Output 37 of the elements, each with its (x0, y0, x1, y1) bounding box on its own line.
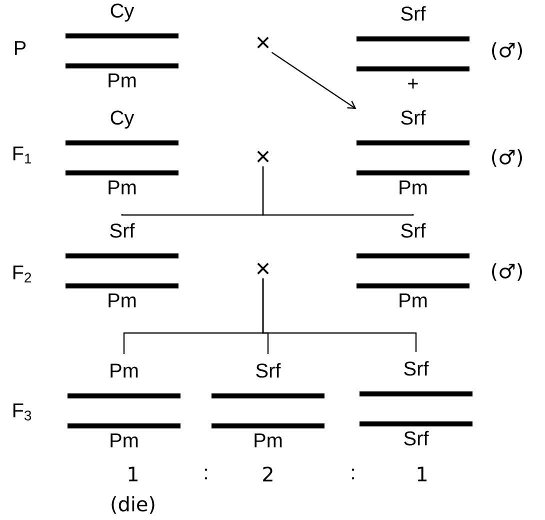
allele-label: Cy (110, 4, 134, 22)
allele-label: + (408, 78, 418, 88)
generation-label: F$_{1}$ (13, 146, 32, 164)
allele-label: Pm (110, 364, 138, 378)
connector-line (262, 278, 417, 352)
allele-label: Pm (110, 434, 138, 448)
connector-line (271, 52, 356, 109)
generation-label: F$_{3}$ (13, 404, 32, 420)
allele-label: Cy (110, 110, 134, 129)
allele-label: Pm (108, 294, 136, 308)
sex-label: (♂) (492, 42, 522, 60)
allele-label: Srf (401, 223, 426, 238)
sex-label: (♂) (492, 149, 522, 167)
generation-label: P (15, 41, 26, 55)
sex-label: (♂) (492, 263, 522, 281)
allele-label: Srf (401, 6, 426, 21)
allele-label: Srf (256, 363, 281, 378)
ratio-number: 2 (263, 466, 272, 482)
cross-sign: × (257, 36, 269, 48)
allele-label: Srf (401, 110, 426, 125)
allele-label: Srf (404, 361, 429, 376)
cross-sign: × (257, 150, 269, 162)
ratio-colon: : (352, 468, 354, 480)
note-label: (die) (112, 496, 154, 514)
ratio-number: 1 (128, 466, 138, 482)
allele-label: Srf (110, 223, 135, 238)
connector-line (262, 166, 414, 216)
allele-label: Srf (404, 430, 429, 446)
generation-label: F$_{2}$ (13, 266, 32, 282)
ratio-colon: : (205, 468, 207, 480)
cross-sign: × (257, 262, 269, 274)
allele-label: Pm (400, 294, 427, 308)
allele-label: Pm (108, 74, 136, 88)
allele-label: Pm (254, 434, 282, 448)
allele-label: Pm (108, 180, 136, 194)
ratio-number: 1 (418, 466, 426, 482)
allele-label: Pm (400, 180, 427, 194)
